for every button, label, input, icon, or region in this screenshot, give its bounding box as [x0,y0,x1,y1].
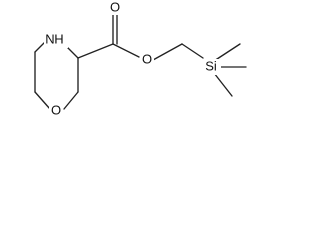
silicon-mask [201,59,221,75]
bond-o-to-ring-bottom-right [63,91,79,110]
chemical-structure-canvas: N H O O O Si [0,0,250,138]
molecule-diagram: N H O O O Si [34,0,247,117]
ring-oxygen-label: O [51,102,61,117]
carbonyl-oxygen-label: O [110,0,120,14]
bond-methylene-to-silicon [181,43,204,59]
bond-ester-oxygen-to-methylene [152,43,183,61]
bond-ring-bottom-left [34,91,51,110]
ester-oxygen-mask [140,53,154,67]
bond-nh-to-ring-top-left [34,41,46,53]
nitrogen-label: N [45,31,54,46]
bond-carbonyl-to-ester-oxygen [112,43,140,58]
bond-silicon-to-methyl-top [213,43,241,62]
nh-label-mask [44,32,68,48]
carbonyl-oxygen-mask [108,1,122,15]
bond-silicon-to-methyl-bottom [213,72,233,97]
bond-ring-to-carbonyl-carbon [77,43,114,59]
hydrogen-label: H [54,31,63,46]
ester-oxygen-label: O [142,51,152,66]
ring-oxygen-mask [49,103,63,117]
silicon-label: Si [205,58,217,73]
